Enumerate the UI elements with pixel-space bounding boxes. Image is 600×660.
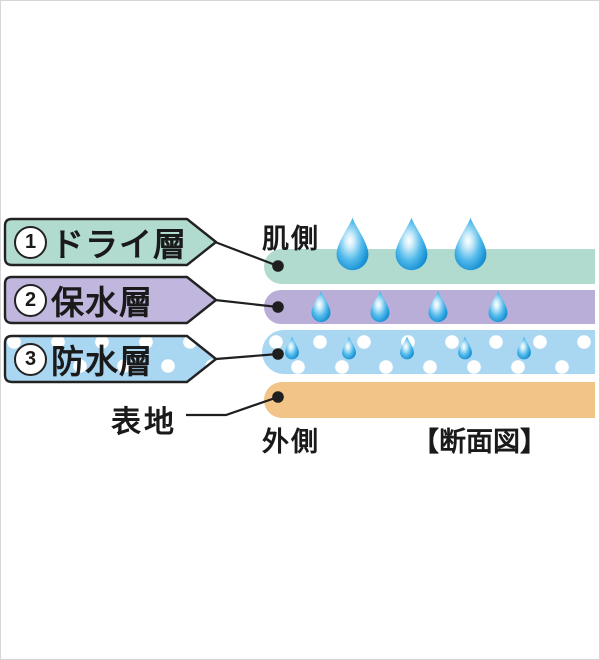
large-droplet-icon [334,209,371,279]
label-box-water-retention-layer: 2 保水層 [3,275,219,325]
medium-droplet-icon [427,289,449,324]
label-box-waterproof-layer: 3 防水層 [3,334,219,384]
outer-fabric-layer [264,382,595,418]
dry-layer [264,249,595,284]
label-box-shape [3,217,218,267]
large-droplet-icon [452,209,489,279]
waterproof-layer [262,330,595,374]
section-caption: 【断面図】 [412,427,547,457]
label-box-shape [3,334,218,384]
circled-number-2: 2 [14,283,47,317]
water-retention-layer-label: 保水層 [51,284,153,321]
small-droplet-icon [457,336,473,360]
small-droplet-icon [399,336,415,360]
medium-droplet-icon [310,289,332,324]
label-box-shape [3,275,218,325]
small-droplet-icon [516,336,532,360]
circled-number-3: 3 [14,342,47,376]
dry-layer-label: ドライ層 [51,226,187,263]
medium-droplet-icon [487,289,509,324]
circled-number-1: 1 [14,225,47,259]
small-droplet-icon [284,336,300,360]
label-box-dry-layer: 1 ドライ層 [3,217,219,267]
waterproof-layer-label: 防水層 [51,343,153,380]
small-droplet-icon [341,336,357,360]
skin-side-label: 肌側 [262,224,320,254]
large-droplet-icon [393,209,430,279]
outer-side-label: 外側 [262,427,320,457]
outer-fabric-label: 表地 [111,406,177,439]
medium-droplet-icon [369,289,391,324]
